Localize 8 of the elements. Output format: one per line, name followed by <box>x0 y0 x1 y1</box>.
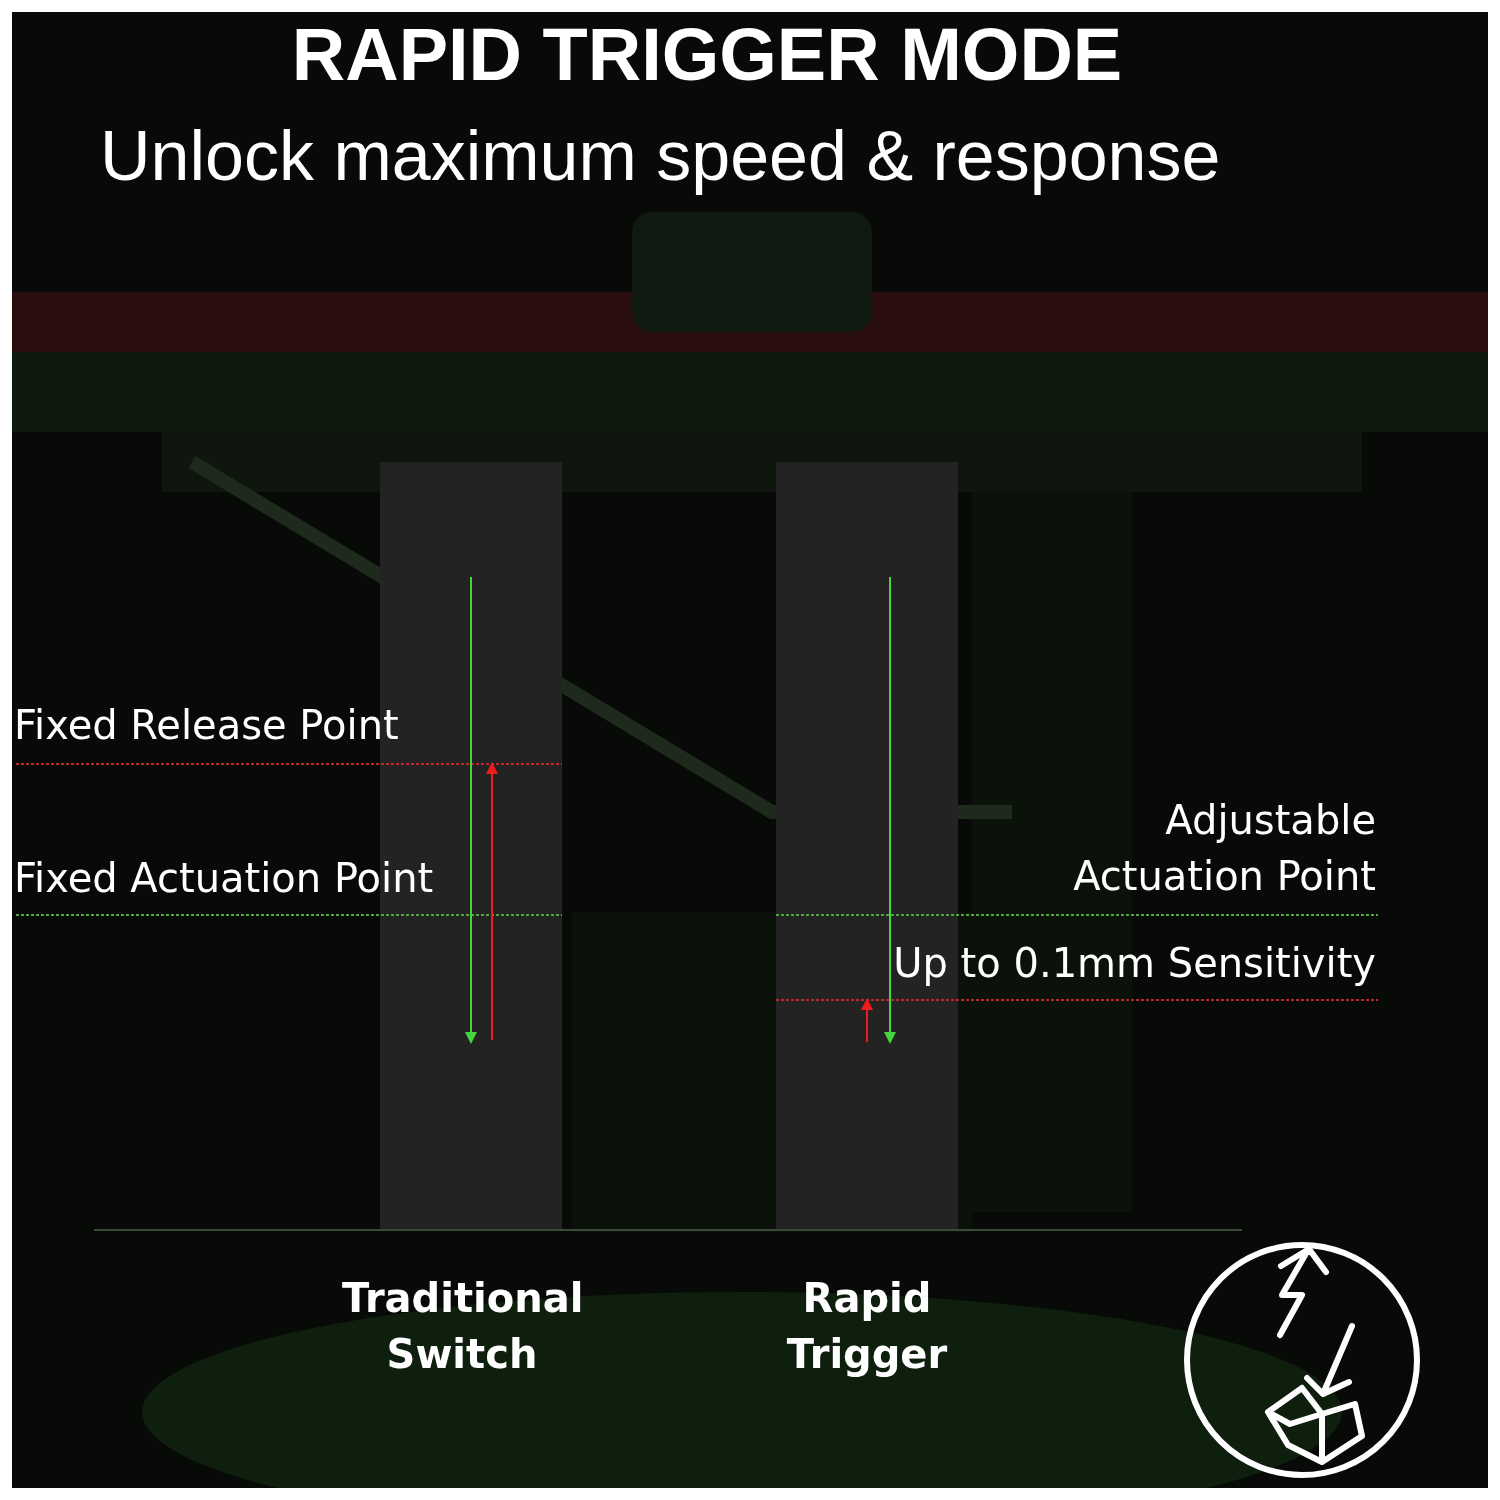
point-label: Fixed Actuation Point <box>14 855 434 901</box>
sensitivity-label: Up to 0.1mm Sensitivity <box>893 940 1376 986</box>
point-label: Adjustable Actuation Point <box>1072 796 1376 901</box>
subtitle: Unlock maximum speed & response <box>100 116 1221 196</box>
point-label: Fixed Release Point <box>14 702 399 748</box>
switch-label: Rapid Trigger <box>785 1274 949 1379</box>
title: RAPID TRIGGER MODE <box>290 12 1124 97</box>
switch-label: Traditional Switch <box>342 1274 582 1379</box>
